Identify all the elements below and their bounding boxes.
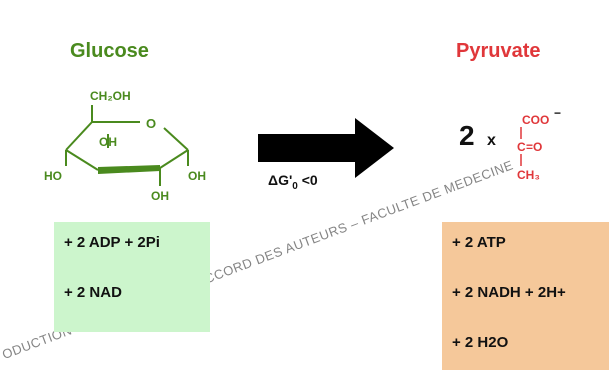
products-box: + 2 ATP + 2 NADH + 2H+ + 2 H2O [442, 222, 609, 370]
times-sign: x [487, 132, 496, 149]
delta-symbol: Δ [268, 172, 279, 188]
reaction-arrow [258, 118, 394, 178]
coo-label: COO [522, 113, 549, 127]
glucose-title: Glucose [70, 40, 149, 62]
carbonyl-o-label: =O [526, 140, 542, 154]
oh-bottom-label: OH [151, 189, 169, 203]
reactants-box: + 2 ADP + 2Pi + 2 NAD [54, 222, 210, 332]
g-prime: G' [278, 172, 293, 188]
pyruvate-title: Pyruvate [456, 40, 541, 62]
carbonyl-c-label: C [517, 140, 526, 154]
product-atp: + 2 ATP [452, 234, 506, 251]
product-nadh: + 2 NADH + 2H+ [452, 284, 566, 301]
ring-oxygen-label: O [146, 116, 156, 131]
delta-g-label: ΔG'0 <0 [268, 172, 318, 192]
reactant-nad: + 2 NAD [64, 284, 122, 301]
oh-right-label: OH [188, 169, 206, 183]
oh-inner-label: OH [99, 135, 117, 149]
ring-bond-left [65, 121, 93, 151]
ch2oh-label: CH₂OH [90, 89, 131, 103]
ring-bond-right-up [163, 127, 189, 151]
ring-bond-right-down [159, 149, 189, 169]
ch3-label: CH₃ [517, 168, 540, 182]
ring-bond-left-down [65, 149, 99, 171]
delta-g-subscript: 0 [292, 180, 298, 192]
product-h2o: + 2 H2O [452, 334, 509, 351]
coo-charge: − [554, 106, 561, 120]
pyruvate-coefficient: 2 [459, 120, 475, 151]
ring-bond-bottom-bold [98, 165, 160, 174]
ho-left-label: HO [44, 169, 62, 183]
reactant-adp: + 2 ADP + 2Pi [64, 234, 160, 251]
delta-g-condition: <0 [301, 172, 318, 188]
